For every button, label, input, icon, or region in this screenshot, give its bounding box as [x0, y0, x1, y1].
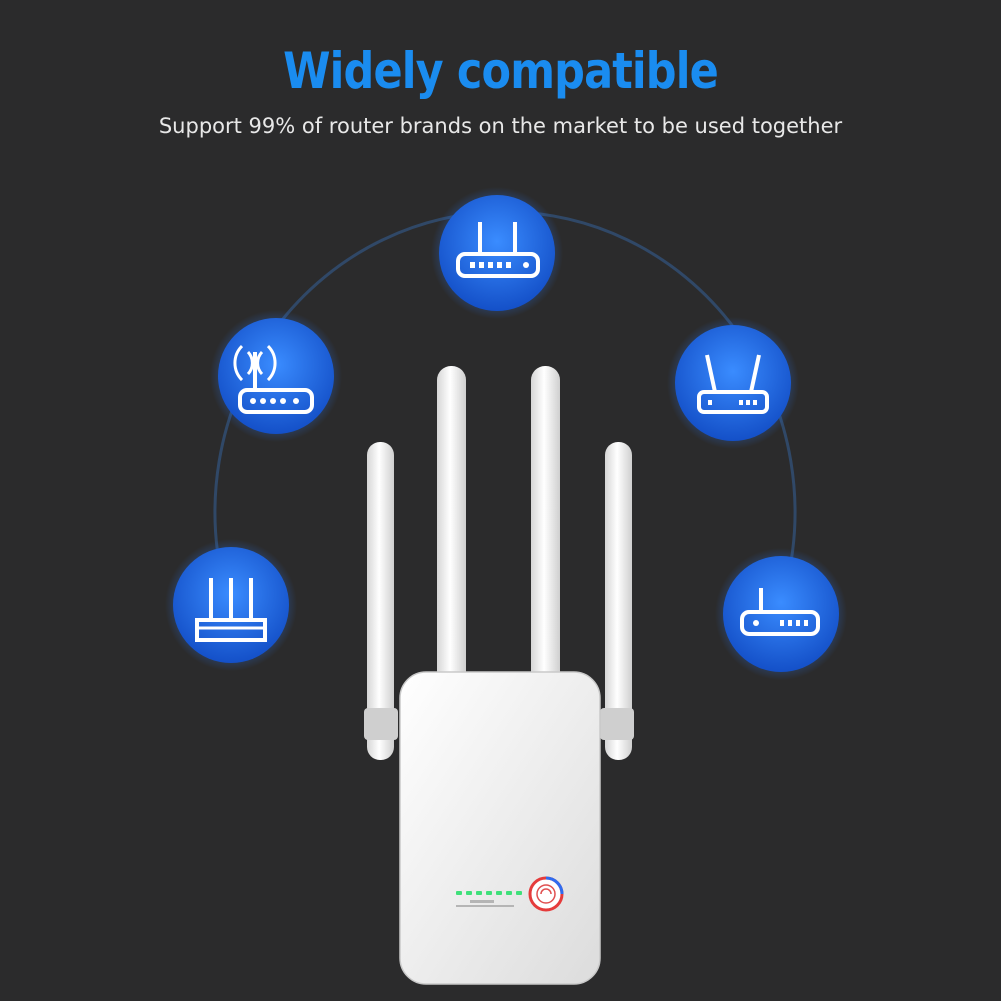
wifi-repeater-device [364, 366, 634, 985]
antenna-right-outer [600, 442, 634, 760]
page-title: Widely compatible [283, 42, 719, 100]
router-v-antenna-icon [667, 317, 799, 449]
router-single-antenna-icon [715, 548, 847, 680]
antenna-left-outer [364, 442, 398, 760]
page-subtitle: Support 99% of router brands on the mark… [158, 114, 843, 138]
router-three-antenna-icon [165, 539, 297, 671]
antenna-left-inner [437, 366, 466, 711]
wps-button [528, 876, 564, 912]
antenna-right-inner [531, 366, 560, 711]
status-leds [456, 891, 522, 895]
device-body [400, 672, 600, 984]
router-two-antenna-icon [431, 187, 563, 319]
wireless-router-signal-icon [210, 310, 342, 442]
